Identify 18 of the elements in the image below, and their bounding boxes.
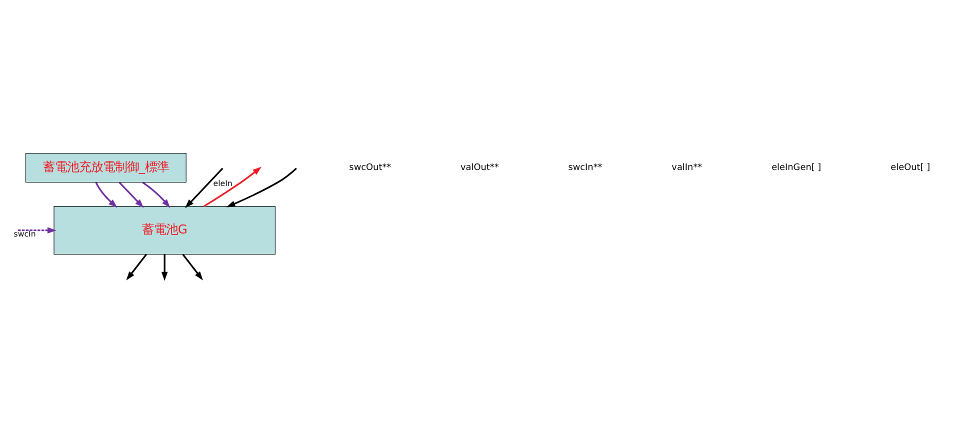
arrow <box>118 182 144 208</box>
label: valIn** <box>672 162 702 173</box>
label: swcOut** <box>349 162 392 173</box>
label: swcIn** <box>568 162 602 173</box>
arrow <box>142 182 170 208</box>
arrow <box>182 254 203 280</box>
label: valOut** <box>460 162 499 173</box>
arrow <box>95 182 118 208</box>
arrow <box>185 168 224 208</box>
node-box: 蓄電池G <box>54 206 276 255</box>
arrow <box>161 254 168 281</box>
label: eleOut[ ] <box>890 162 930 173</box>
arrow <box>126 254 148 280</box>
node-box: 蓄電池充放電制御_標準 <box>26 152 186 183</box>
arrow <box>204 166 262 207</box>
arrow <box>226 168 297 208</box>
label: eleInGen[ ] <box>772 162 822 173</box>
arrow <box>18 227 56 234</box>
